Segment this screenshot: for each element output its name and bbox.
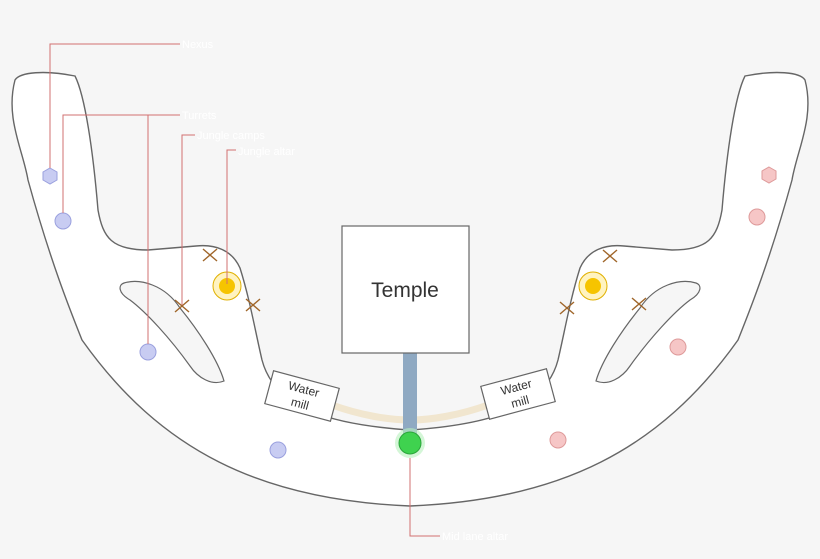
jungle-altar-leader <box>226 149 236 284</box>
map-outline <box>11 71 809 507</box>
red-turret-icon <box>669 338 687 356</box>
water-mill-left-line2: mill <box>289 395 310 413</box>
left-jungle-wall <box>119 280 225 384</box>
temple-path <box>403 352 417 436</box>
turrets-leader <box>62 114 180 213</box>
temple-label: Temple <box>371 279 439 302</box>
turrets-label: Turrets <box>182 110 217 122</box>
water-mill-right: Water mill <box>480 368 556 420</box>
jungle-camp-icon <box>631 297 647 311</box>
blue-turret-icon <box>139 343 157 361</box>
blue-turret-icon <box>269 441 287 459</box>
jungle-camp-icon <box>202 248 218 262</box>
nexus-label: Nexus <box>182 39 214 51</box>
jungle-camp-icon <box>602 249 618 263</box>
right-jungle-wall <box>595 280 701 384</box>
temple: Temple <box>341 225 470 354</box>
red-turret-icon <box>549 431 567 449</box>
jungle-altar-right-icon <box>578 271 608 301</box>
jungle-camp-icon <box>174 299 190 313</box>
jungle-camps-leader <box>181 134 195 305</box>
jungle-camp-icon <box>245 298 261 312</box>
red-turret-icon <box>748 208 766 226</box>
jungle-camp-icon <box>559 301 575 315</box>
mid-altar-leader <box>409 458 440 537</box>
blue-turret-icon <box>54 212 72 230</box>
mid-lane-altar-label: Mid lane altar <box>442 531 508 543</box>
water-mill-left: Water mill <box>264 370 340 422</box>
water-mill-right-line2: mill <box>510 393 531 411</box>
nexus-leader <box>49 43 180 168</box>
jungle-camps-label: Jungle camps <box>197 130 265 142</box>
red-nexus-icon <box>761 166 777 184</box>
blue-nexus-icon <box>42 167 58 185</box>
mid-lane-altar-icon <box>395 428 425 458</box>
jungle-altar-label: Jungle altar <box>238 146 295 158</box>
leader-lines <box>49 43 440 537</box>
